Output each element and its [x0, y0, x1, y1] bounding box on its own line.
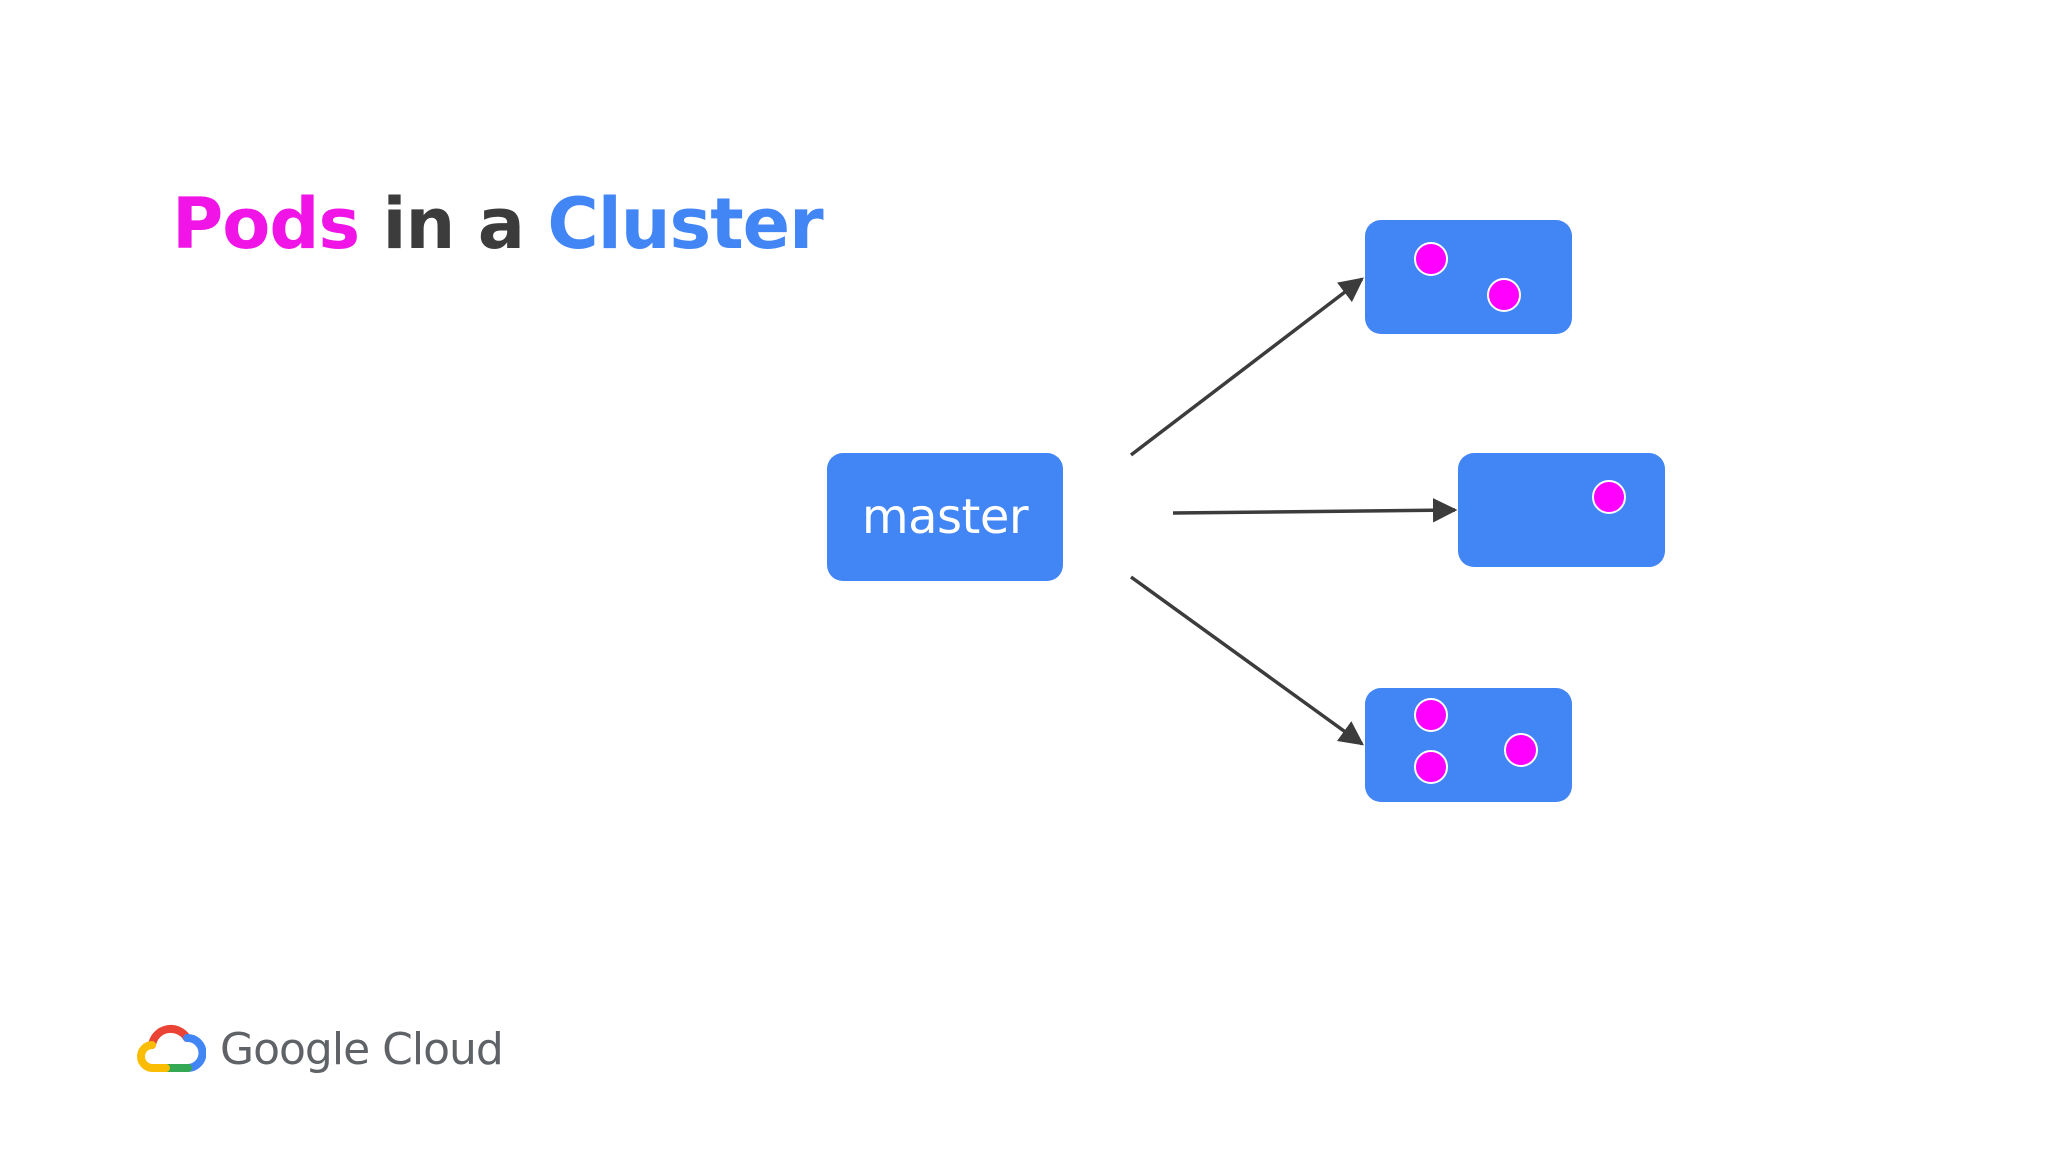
slide-title: Pods in a Cluster	[172, 178, 824, 270]
pod	[1414, 750, 1448, 784]
title-word-cluster: Cluster	[547, 183, 823, 265]
google-cloud-logo: Google Cloud	[136, 1018, 506, 1084]
pod	[1487, 278, 1521, 312]
worker-node-2	[1458, 453, 1665, 567]
arrow-to-node-1	[1129, 277, 1364, 457]
pod	[1414, 698, 1448, 732]
pod	[1414, 242, 1448, 276]
title-word-pods: Pods	[172, 183, 360, 265]
title-word-in-a: in a	[359, 183, 548, 265]
google-cloud-wordmark: Google Cloud	[220, 1024, 504, 1075]
google-cloud-icon	[137, 1024, 206, 1072]
worker-node-3	[1365, 688, 1572, 802]
pod	[1504, 733, 1538, 767]
master-label: master	[861, 489, 1029, 545]
arrow-to-node-2	[1172, 497, 1458, 523]
arrow-to-node-3	[1129, 575, 1364, 746]
pod	[1592, 480, 1626, 514]
master-node: master	[827, 453, 1063, 581]
worker-node-1	[1365, 220, 1572, 334]
